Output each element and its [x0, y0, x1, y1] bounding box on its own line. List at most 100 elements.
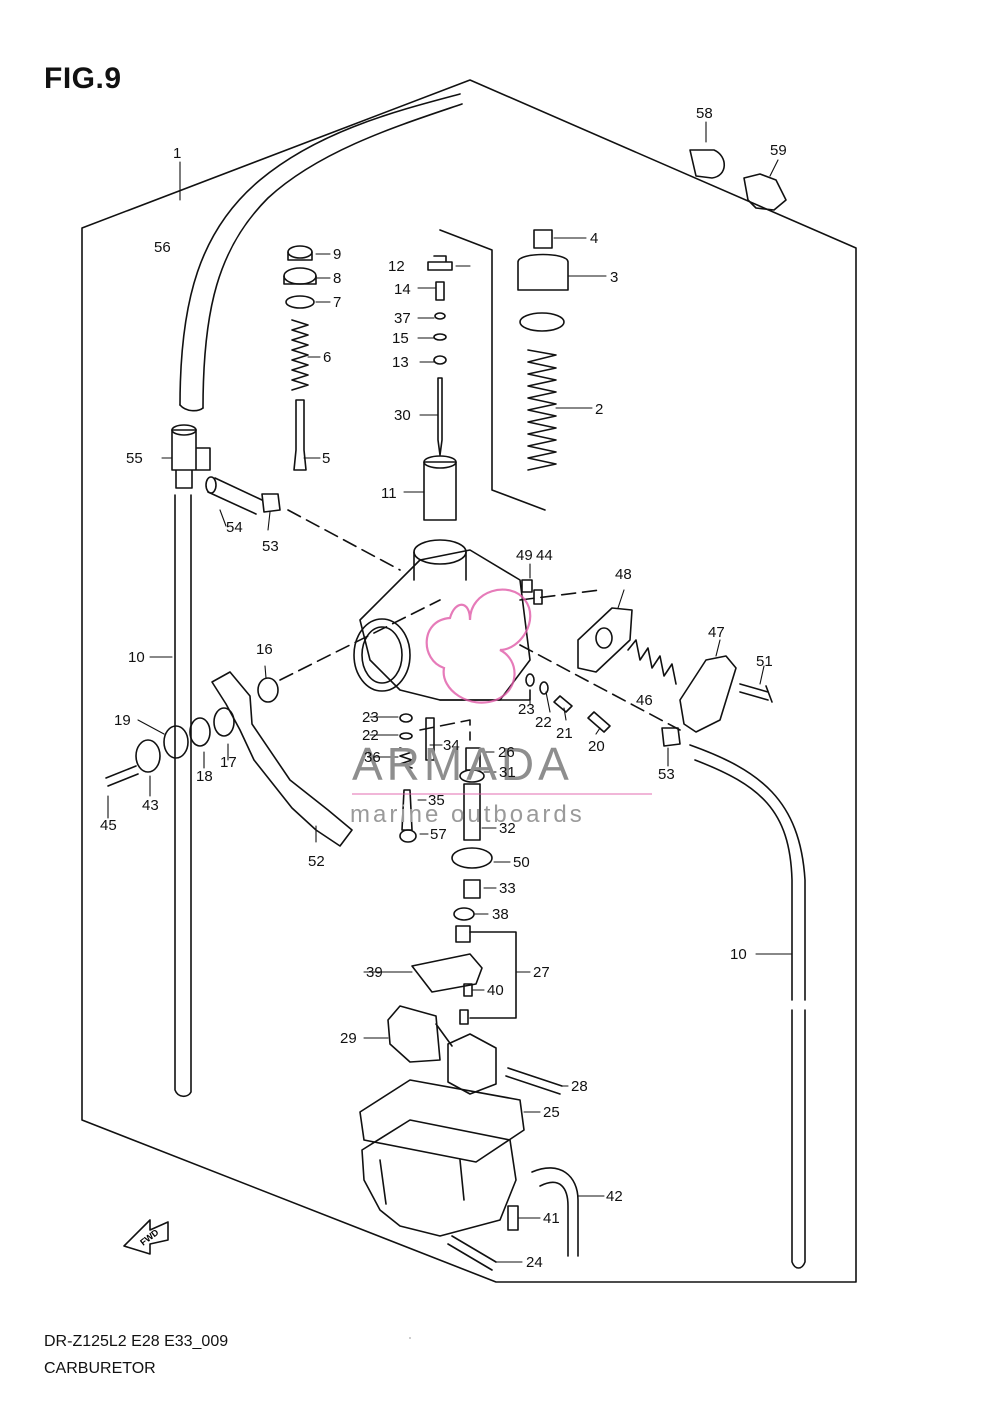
- callout: 26: [498, 744, 515, 761]
- callout: 51: [756, 653, 773, 670]
- callout: 22: [362, 727, 379, 744]
- callout: 40: [487, 982, 504, 999]
- bracket-52: [211, 671, 353, 847]
- cover-47: [679, 655, 737, 733]
- boundary-outline: [81, 79, 857, 1283]
- float-bowl: [361, 1119, 517, 1237]
- callout: 32: [499, 820, 516, 837]
- top-cap-4: [533, 229, 553, 249]
- watermark-logo-icon: [425, 588, 532, 704]
- plate-48: [577, 607, 633, 673]
- callout: 35: [428, 792, 445, 809]
- seat-13: [433, 355, 447, 365]
- model-code: DR-Z125L2 E28 E33_009: [44, 1333, 229, 1350]
- drain-screw-24: [447, 1235, 497, 1271]
- oring-22: [399, 732, 413, 740]
- callout: 42: [606, 1188, 623, 1205]
- fwd-arrow: [123, 1219, 169, 1255]
- spring-6: [291, 319, 309, 391]
- armada-watermark: ARMADA marine outboards: [350, 588, 652, 828]
- watermark-tagline: marine outboards: [350, 801, 585, 828]
- callout: 23: [518, 701, 535, 718]
- spring-36: [399, 747, 413, 769]
- callout: 20: [588, 738, 605, 755]
- callout: 25: [543, 1104, 560, 1121]
- callout: 52: [308, 853, 325, 870]
- callout: 17: [220, 754, 237, 771]
- plunger-5: [293, 399, 307, 471]
- washer-19: [163, 725, 189, 759]
- callout: 1: [173, 145, 181, 162]
- screw-44: [533, 589, 543, 605]
- clip-14: [435, 281, 445, 301]
- cap-57: [399, 829, 417, 843]
- callout: 37: [394, 310, 411, 327]
- callout: 46: [636, 692, 653, 709]
- callout: 18: [196, 768, 213, 785]
- oring-23-right: [525, 673, 535, 687]
- t-joint-55: [171, 429, 211, 489]
- callout: 39: [366, 964, 383, 981]
- clamp-53-right: [661, 727, 681, 747]
- callout: 6: [323, 349, 331, 366]
- clip-15: [433, 333, 447, 341]
- callout: 43: [142, 797, 159, 814]
- callout: 47: [708, 624, 725, 641]
- holder-50: [451, 847, 493, 869]
- nut-8: [283, 267, 317, 285]
- bolt-45: [105, 765, 139, 787]
- vent-hose-10-right: [689, 744, 806, 1269]
- pin-28: [505, 1067, 563, 1095]
- needle-jet-32: [463, 783, 481, 841]
- callout: 8: [333, 270, 341, 287]
- collar-43: [135, 739, 161, 773]
- callout-labels: 1 2 3 4 5 6 7 8 9 10 10 11 12 13 14 15 1…: [100, 105, 787, 1271]
- callout: 11: [381, 485, 397, 502]
- callout: 28: [571, 1078, 588, 1095]
- screw-51: [739, 683, 773, 703]
- carburetor-body: [359, 549, 531, 701]
- callout: 12: [388, 258, 405, 275]
- screw-40: [463, 983, 473, 997]
- callout: 53: [658, 766, 675, 783]
- callout: 58: [696, 105, 713, 122]
- main-jet-33: [463, 879, 481, 899]
- callout: 36: [364, 749, 381, 766]
- callout: 41: [543, 1210, 560, 1227]
- watermark-brand: ARMADA: [352, 738, 573, 790]
- oring-38: [453, 907, 475, 921]
- callout: 22: [535, 714, 552, 731]
- vent-hose-56: [179, 93, 463, 409]
- top-cap-3: [517, 253, 569, 291]
- callout: 44: [536, 547, 553, 564]
- callout: 54: [226, 519, 243, 536]
- figure-title: FIG.9: [44, 62, 122, 95]
- callout: 56: [154, 239, 171, 256]
- callout: 38: [492, 906, 509, 923]
- inlet-bore: [353, 618, 411, 692]
- callout: 53: [262, 538, 279, 555]
- overflow-hose-42: [531, 1167, 579, 1257]
- callout: 2: [595, 401, 603, 418]
- float-29: [387, 1005, 497, 1095]
- callout: 48: [615, 566, 632, 583]
- callout: 55: [126, 450, 143, 467]
- clamp-58: [689, 149, 726, 179]
- spring-46: [627, 639, 677, 685]
- screw-49: [521, 579, 533, 593]
- callout: 27: [533, 964, 550, 981]
- jet-26: [465, 747, 481, 771]
- callout: 7: [333, 294, 341, 311]
- callout: 23: [362, 709, 379, 726]
- callout: 33: [499, 880, 516, 897]
- callout: 29: [340, 1030, 357, 1047]
- callout: 13: [392, 354, 409, 371]
- screw-41: [507, 1205, 519, 1231]
- callout: 15: [392, 330, 409, 347]
- vent-hose-10-left: [174, 494, 192, 1098]
- gasket: [519, 312, 565, 332]
- plate-39: [411, 953, 483, 993]
- callout: 57: [430, 826, 447, 843]
- callout: 3: [610, 269, 618, 286]
- washer-16: [257, 677, 279, 703]
